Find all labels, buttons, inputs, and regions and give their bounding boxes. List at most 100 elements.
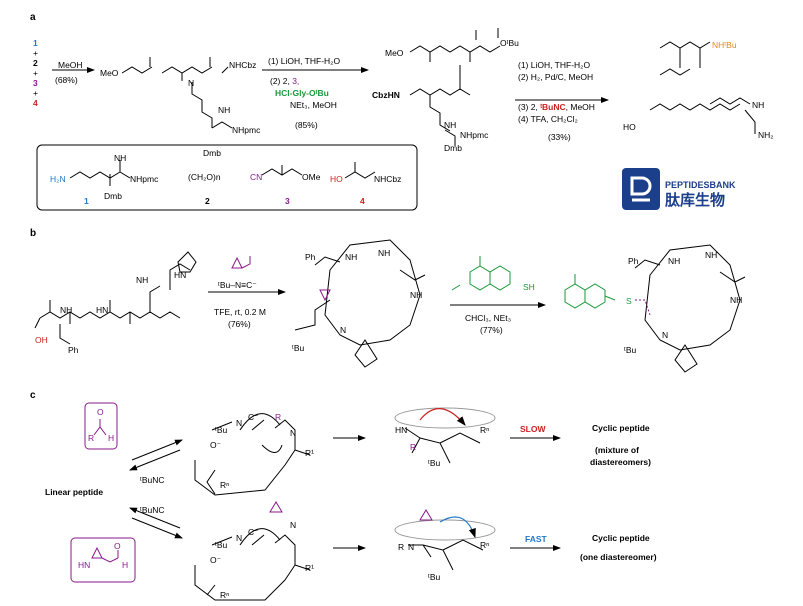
lin-nh2: NH <box>136 275 149 285</box>
product-macrocycle-bonds <box>634 244 746 373</box>
intermediate-bottom <box>394 509 496 571</box>
ts2-rn: Rⁿ <box>220 590 230 600</box>
macrocycle-1-bonds <box>294 239 426 368</box>
outcome1-line2: (mixture of <box>595 445 639 455</box>
outcome2-line2: (one diastereomer) <box>580 552 657 562</box>
panel-c-label: c <box>30 390 36 401</box>
mac-ph: Ph <box>305 252 316 262</box>
mol3-nhtbu: NHᵗBu <box>712 40 737 50</box>
isocyanide-reagent: ᵗBu–N≡C⁻ <box>218 280 257 290</box>
box-1-nh: NH <box>114 153 127 163</box>
plus: + <box>33 68 38 78</box>
mol3-ho: HO <box>623 122 636 132</box>
ts1-r: R <box>275 412 282 422</box>
plus: + <box>33 88 38 98</box>
box-1-dmb: Dmb <box>104 191 122 201</box>
macrocycle-1-aziridine <box>319 289 331 302</box>
logo-line1: PEPTIDESBANK <box>665 180 736 190</box>
b-cond2-yield: (77%) <box>480 325 503 335</box>
mol1-nh: NH <box>218 105 231 115</box>
aziridine-o: O <box>114 541 121 551</box>
outcome2-line1: Cyclic peptide <box>592 533 650 543</box>
step1-yield: (68%) <box>55 75 78 85</box>
box-4-nhcbz: NHCbz <box>374 174 402 184</box>
lin-nh: NH <box>60 305 73 315</box>
int2-tbu: ᵗBu <box>428 572 441 582</box>
step3-line1: (1) LiOH, THF-H₂O <box>518 60 591 70</box>
mac-nh1: NH <box>345 252 358 262</box>
box-4-num: 4 <box>360 196 365 206</box>
molecule-1-bonds <box>121 57 233 129</box>
outcome1-line3: diastereomers) <box>590 457 651 467</box>
int1-hn: HN <box>395 425 408 435</box>
ts2-nh: N <box>290 520 297 530</box>
box-4-ho: HO <box>330 174 343 184</box>
int2-n: N <box>408 542 415 552</box>
ts2-c: C⁻ <box>248 527 259 537</box>
box-2-num: 2 <box>205 196 210 206</box>
box-3-cn: CN <box>250 172 263 182</box>
box-3-ome: OMe <box>302 172 321 182</box>
fast-label: FAST <box>525 534 547 544</box>
aziridine-hn: HN <box>78 560 91 570</box>
mac-n: N <box>340 325 347 335</box>
step3-line3a: (3) 2, <box>518 102 541 112</box>
logo-line2: 肽库生物 <box>665 192 726 209</box>
prod-nh3: NH <box>730 295 743 305</box>
step2-line1: (1) LiOH, THF-H₂O <box>268 56 341 66</box>
ts1-ominus: O⁻ <box>210 440 222 450</box>
product-coumarin <box>564 274 616 309</box>
tbunc-top: ᵗBuNC <box>140 475 165 485</box>
box-1-nhpmc: NHpmc <box>130 174 159 184</box>
slow-label: SLOW <box>520 424 546 434</box>
int1-rn: Rⁿ <box>480 425 490 435</box>
ts-bottom-aziridine <box>269 501 283 513</box>
aldehyde-o: O <box>97 407 104 417</box>
prod-ph: Ph <box>628 256 639 266</box>
reagent-1: 1 <box>33 38 38 48</box>
ts2-tbu: ᵗBu <box>215 540 228 550</box>
step1-reagent: MeOH <box>58 60 83 70</box>
plus: + <box>33 48 38 58</box>
step3-line2: (2) H₂, Pd/C, MeOH <box>518 72 594 82</box>
reagent-4: 4 <box>33 98 38 108</box>
aldehyde-box <box>84 402 118 450</box>
step3-line4: (4) TFA, CH₂Cl₂ <box>518 114 578 124</box>
b-cond1-yield: (76%) <box>228 319 251 329</box>
int1-r: R <box>410 442 417 452</box>
reagent-2: 2 <box>33 58 38 68</box>
step2-line3: HCl-Gly-OᵗBu <box>275 88 329 98</box>
aldehyde-struct <box>93 419 107 436</box>
ts1-c: C⁻ <box>248 412 259 422</box>
lin-ph: Ph <box>68 345 79 355</box>
lin-hn: HN <box>174 270 187 280</box>
prod-nh1: NH <box>668 256 681 266</box>
step3-line3: (3) 2, ᵗBuNC, MeOH <box>518 102 595 112</box>
int1-tbu: ᵗBu <box>428 458 441 468</box>
aziridine-struct <box>91 546 119 563</box>
int2-rn: Rⁿ <box>480 540 490 550</box>
mol2-otbu: OᵗBu <box>500 38 519 48</box>
reagent-box <box>36 144 418 211</box>
mol2-cbzhn: CbzHN <box>372 90 400 100</box>
outcome1-line1: Cyclic peptide <box>592 423 650 433</box>
step2-line2a: (2) 2, <box>270 76 293 86</box>
int2-r: R <box>398 542 405 552</box>
equilibrium-arrows <box>129 439 183 539</box>
ts1-n: N <box>236 418 243 428</box>
mol1-meo: MeO <box>100 68 119 78</box>
ts2-ominus: O⁻ <box>210 555 222 565</box>
panel-a-label: a <box>30 12 36 23</box>
ts-bottom-bonds <box>194 528 311 601</box>
mol1-n: N <box>188 78 195 88</box>
b-cond1: TFE, rt, 0.2 M <box>214 307 266 317</box>
box-1-num: 1 <box>84 196 89 206</box>
step3-line3c: , MeOH <box>565 102 595 112</box>
lin-hn2: HN <box>96 305 109 315</box>
aziridine-h: H <box>122 560 129 570</box>
step2-line4: NEt₃, MeOH <box>290 100 337 110</box>
linear-peptide-bonds <box>34 251 197 345</box>
mol3-nh2: NH₂ <box>758 130 774 140</box>
thiol-sh: SH <box>523 282 535 292</box>
ts-top-bonds <box>194 413 311 496</box>
